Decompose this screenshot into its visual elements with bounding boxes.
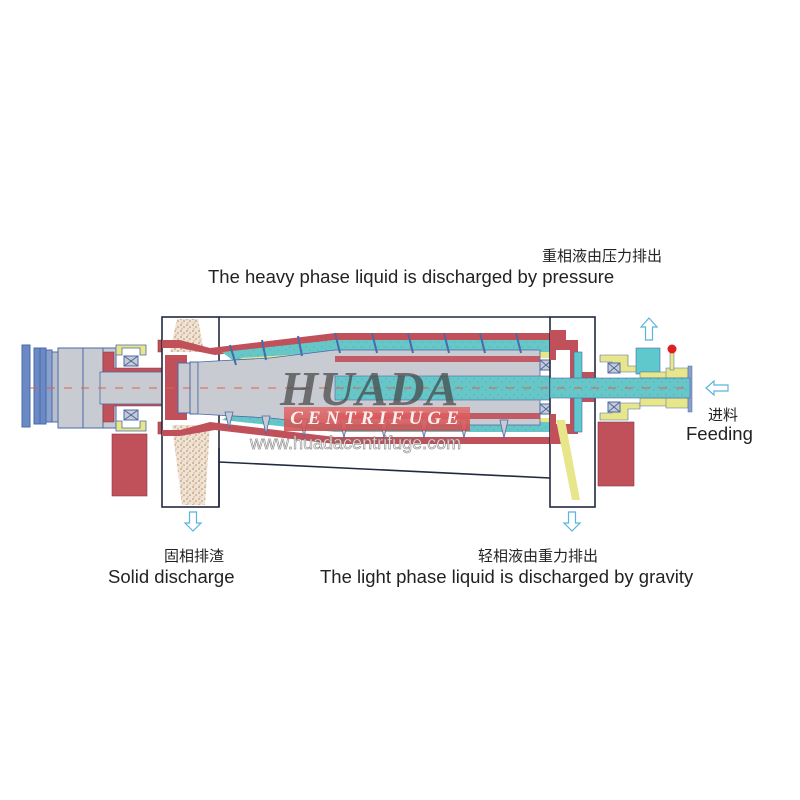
solid-discharge-label-en: Solid discharge [108, 566, 235, 587]
watermark-band [284, 407, 470, 431]
feed-inlet-arrow-icon [705, 379, 729, 397]
solid-discharge-arrow-icon [183, 511, 203, 532]
liquid-discharge-chamber [549, 316, 596, 508]
solid-discharge-label-cn: 固相排渣 [163, 547, 224, 565]
right-bearing-housing [599, 344, 693, 421]
light-phase-label-en: The light phase liquid is discharged by … [320, 566, 694, 587]
heavy-phase-label-cn: 重相液由压力排出 [542, 247, 663, 265]
valve-knob [667, 344, 677, 354]
casing-frame [218, 316, 551, 507]
watermark-url: www.huadacentrifuge.com [250, 433, 462, 454]
watermark-brand: HUADA [280, 361, 460, 416]
light-phase-label-cn: 轻相液由重力排出 [478, 547, 599, 565]
feed-pipe [549, 377, 691, 399]
watermark-subtitle: CENTRIFUGE [290, 408, 464, 429]
feeding-label-cn: 进料 [708, 406, 739, 424]
feeding-label-en: Feeding [686, 423, 753, 444]
left-support-pedestal [111, 433, 148, 497]
light-phase-outlet-arrow-icon [562, 511, 582, 532]
right-support-pedestal [597, 421, 635, 487]
heavy-phase-outlet-arrow-icon [639, 317, 659, 341]
heavy-phase-label-en: The heavy phase liquid is discharged by … [208, 266, 615, 287]
